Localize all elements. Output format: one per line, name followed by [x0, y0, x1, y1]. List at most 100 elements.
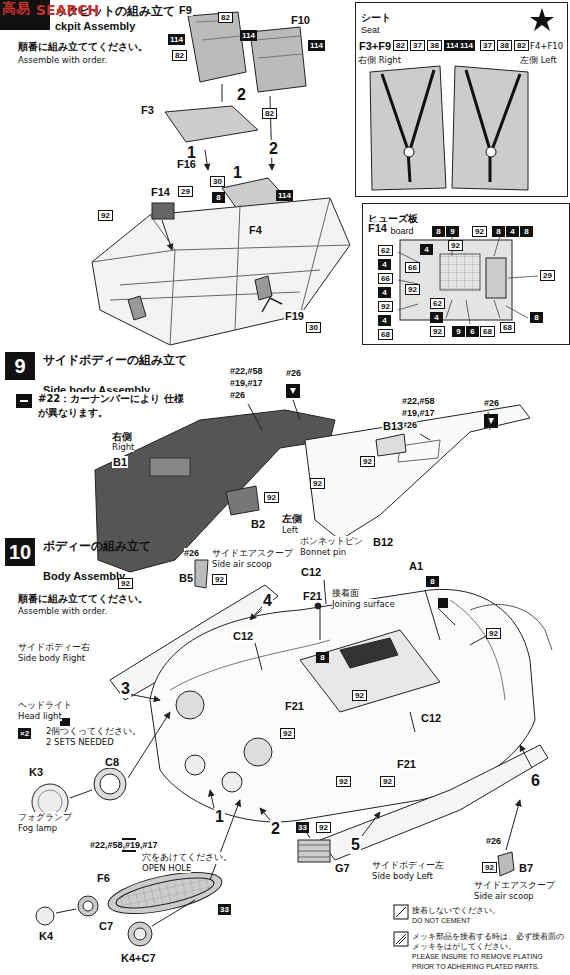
part-number: C12: [420, 712, 442, 724]
paint-code: 92: [448, 240, 463, 251]
note-text: Side body Left: [372, 871, 433, 881]
paint-code: 92: [336, 776, 351, 787]
paint-code: 30: [210, 176, 225, 187]
paint-code: 8: [530, 312, 543, 323]
part-number: B1: [112, 456, 128, 468]
part-number: F14: [367, 222, 388, 234]
paint-code: 68: [480, 326, 495, 337]
paint-code: 92: [280, 728, 295, 739]
paint-code: 92: [118, 578, 133, 589]
paint-code: 92: [430, 326, 445, 337]
paint-code: 33: [296, 822, 309, 833]
note-text: Right: [112, 442, 134, 452]
note-text: Assemble with order.: [18, 606, 107, 616]
decal-callout: #26: [286, 368, 301, 378]
part-number: B7: [518, 862, 534, 874]
paint-code: 92: [316, 822, 331, 833]
paint-code: 114: [240, 30, 257, 41]
paint-code: 68: [500, 322, 515, 333]
callout-number: 6: [530, 772, 541, 790]
paint-code: 92: [378, 301, 393, 312]
step-title: サイドボディーの組み立て: [43, 352, 231, 369]
paint-code: 92: [212, 574, 227, 585]
part-number: F4: [248, 224, 263, 236]
paint-code: 82: [393, 40, 408, 51]
callout-number: 5: [350, 836, 361, 854]
step-title: ボディーの組み立て: [43, 538, 195, 555]
paint-code: 114: [276, 190, 293, 201]
part-number: C12: [232, 630, 254, 642]
paint-code: 92: [482, 862, 497, 873]
part-number: F10: [290, 14, 311, 26]
paint-code: 92: [486, 628, 501, 639]
part-number: F21: [284, 700, 305, 712]
note-text: 2 SETS NEEDED: [46, 737, 114, 747]
note-text: 右側 Right: [358, 55, 401, 67]
note-text: Side air scoop: [474, 891, 534, 901]
paint-code: 8: [426, 576, 439, 587]
paint-code: 4: [378, 287, 391, 298]
paint-code: 114: [458, 40, 475, 51]
paint-code: 37: [410, 40, 425, 51]
paint-code: 92: [472, 226, 487, 237]
paint-code: 82: [262, 108, 277, 119]
decal-callout: #26: [184, 548, 199, 558]
paint-code: 9: [452, 326, 465, 337]
part-number: K4+C7: [120, 952, 157, 964]
step-number: 9: [5, 352, 35, 380]
paint-code: 114: [168, 34, 185, 45]
decal-callout: #26: [484, 398, 499, 408]
decal-callout: #19,#17: [230, 378, 263, 388]
part-number: F3: [140, 104, 155, 116]
paint-code: 29: [540, 270, 555, 281]
note-text: F4+F10: [530, 41, 563, 51]
note-text: 接着しないでください。: [412, 906, 500, 916]
part-number: F16: [176, 158, 197, 170]
paint-code: 68: [378, 329, 393, 340]
paint-code: 4: [430, 312, 443, 323]
part-number: B12: [372, 536, 394, 548]
paint-code: 62: [378, 245, 393, 256]
note-text: Joining surface: [332, 599, 395, 609]
part-number: B5: [178, 572, 194, 584]
part-number: F6: [96, 872, 111, 884]
note-text: Left: [282, 525, 298, 535]
paint-code: 92: [98, 210, 113, 221]
step-number: 10: [5, 538, 35, 566]
note-text: 左側: [282, 512, 302, 526]
paint-code: ×2: [18, 728, 31, 739]
paint-code: 92: [264, 492, 279, 503]
note-text: PRIOR TO ADHERING PLATED PARTS.: [412, 963, 539, 970]
note-text: メッキをはがしてください。: [412, 942, 516, 952]
callout-number: 2: [270, 820, 281, 838]
part-number: F19: [284, 310, 305, 322]
paint-code: 4: [420, 244, 433, 255]
paint-code: 8: [432, 226, 445, 237]
paint-code: 82: [218, 12, 233, 23]
note-text: 左側 Left: [520, 55, 557, 67]
note-text: PLEASE INSURE TO REMOVE PLATING: [412, 953, 543, 960]
note-text: Bonnet pin: [300, 547, 346, 557]
paint-code: 8: [212, 192, 225, 203]
inset-panel: シートSeat: [355, 2, 568, 197]
note-text: Head light: [18, 711, 62, 721]
paint-code: 92: [405, 284, 420, 295]
step-title: ckpit Assembly: [55, 20, 181, 32]
part-number: F21: [302, 590, 323, 602]
callout-number: 2: [236, 86, 247, 104]
callout-number: 4: [262, 592, 273, 610]
paint-code: 4: [378, 315, 391, 326]
part-number: F3+F9: [358, 40, 392, 52]
note-text: DO NOT CEMENT: [412, 917, 471, 924]
paint-code: 62: [430, 298, 445, 309]
paint-code: 8: [492, 226, 505, 237]
paint-code: 8: [316, 652, 329, 663]
paint-code: 30: [306, 322, 321, 333]
paint-code: 82: [514, 40, 529, 51]
part-number: A1: [408, 560, 424, 572]
note-text: 順番に組み立ててください。: [18, 592, 148, 606]
step-header: 10ボディーの組み立てBody Assembly: [5, 538, 157, 586]
decal-callout: #26: [486, 836, 501, 846]
decal-callout: #26: [402, 420, 417, 430]
